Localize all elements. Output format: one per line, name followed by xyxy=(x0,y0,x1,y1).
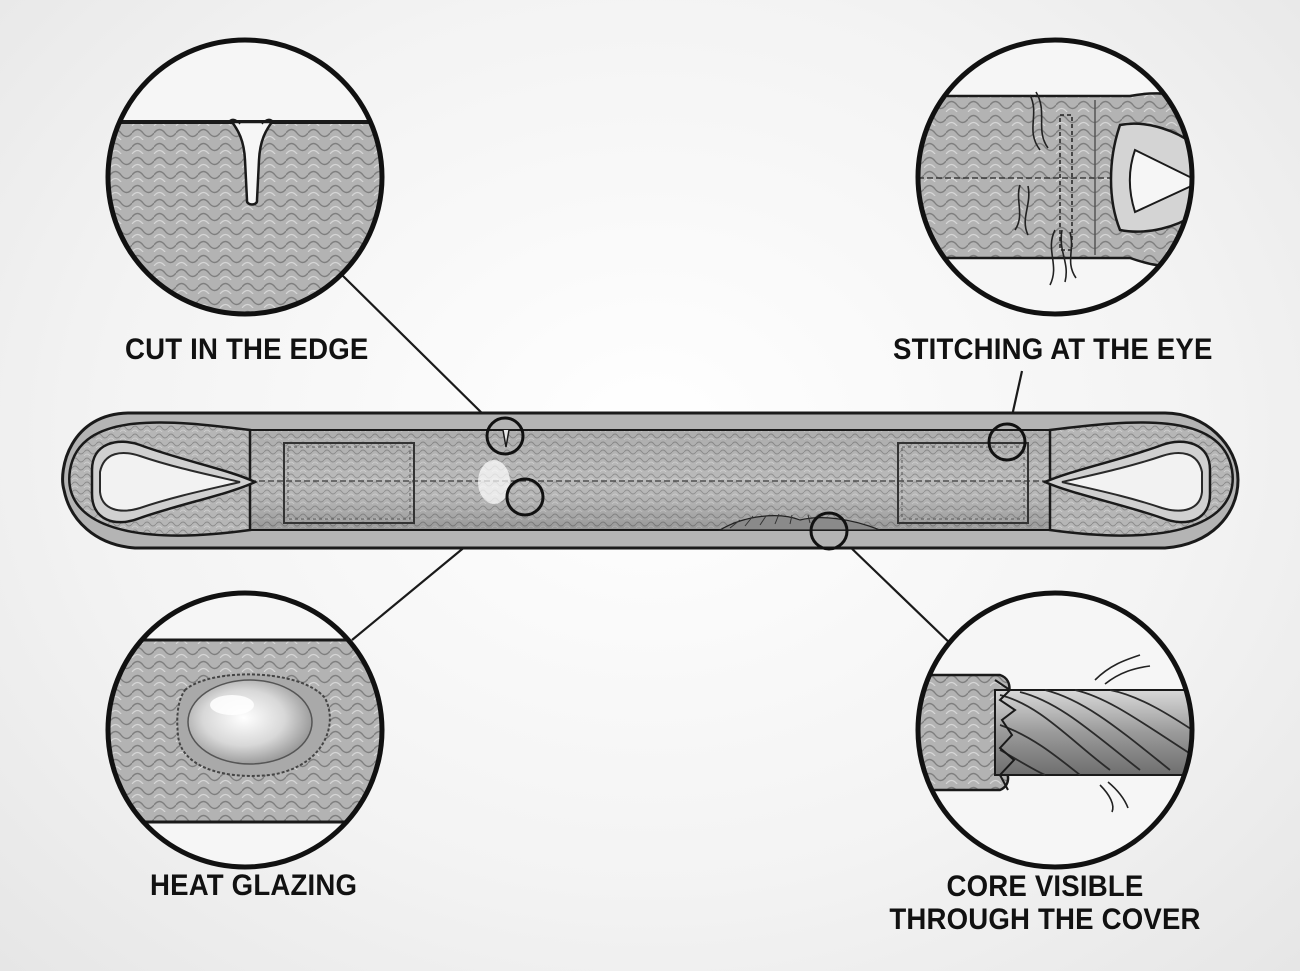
label-stitching-at-the-eye: STITCHING AT THE EYE xyxy=(893,333,1213,366)
magnifier-cut-edge xyxy=(105,37,385,317)
label-cut-in-the-edge: CUT IN THE EDGE xyxy=(125,333,369,366)
sling-body xyxy=(61,411,1240,550)
label-heat-glazing: HEAT GLAZING xyxy=(150,869,358,902)
magnifier-heat-glazing xyxy=(105,590,385,870)
magnifier-core-visible xyxy=(915,590,1195,870)
target-markers xyxy=(485,416,1027,551)
leader-lines xyxy=(341,274,1024,649)
label-core-visible-line1: CORE VISIBLE xyxy=(946,870,1144,903)
magnifier-stitching-eye xyxy=(915,37,1195,317)
label-core-visible-line2: THROUGH THE COVER xyxy=(889,903,1201,936)
label-core-visible-through-cover: CORE VISIBLE THROUGH THE COVER xyxy=(875,870,1215,936)
